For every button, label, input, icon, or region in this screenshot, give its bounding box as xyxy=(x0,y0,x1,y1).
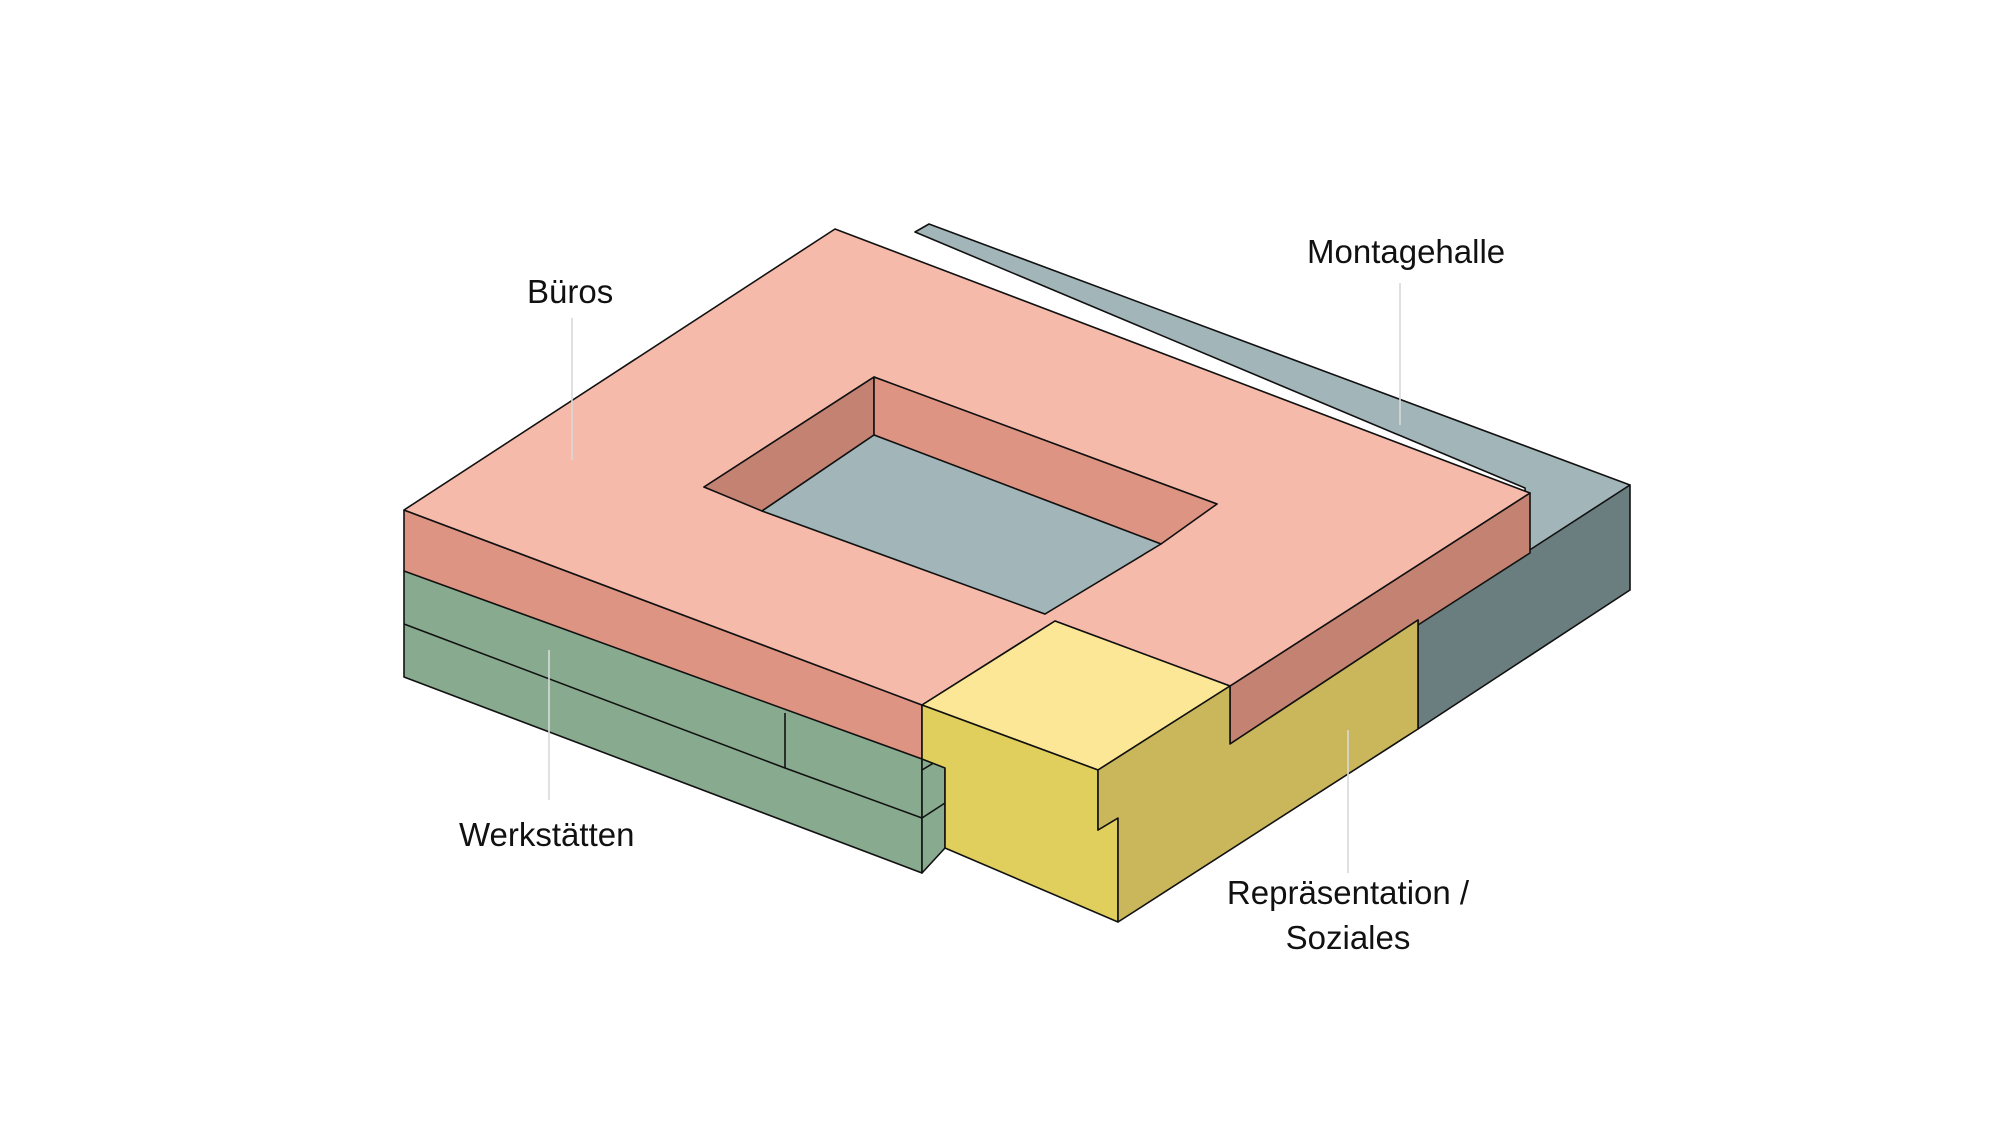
repraesentation-label-line2: Soziales xyxy=(1285,918,1411,956)
repraesentation-label-line1: Repräsentation / xyxy=(1226,874,1470,911)
repraesentation-side xyxy=(1097,619,1419,923)
bueros-label: Büros xyxy=(527,273,614,310)
werkstaetten-label: Werkstätten xyxy=(459,816,635,853)
montagehalle-label: Montagehalle xyxy=(1307,233,1506,270)
repraesentation-label: Repräsentation / Soziales xyxy=(1218,871,1478,960)
courtyard-floor xyxy=(761,434,1162,615)
